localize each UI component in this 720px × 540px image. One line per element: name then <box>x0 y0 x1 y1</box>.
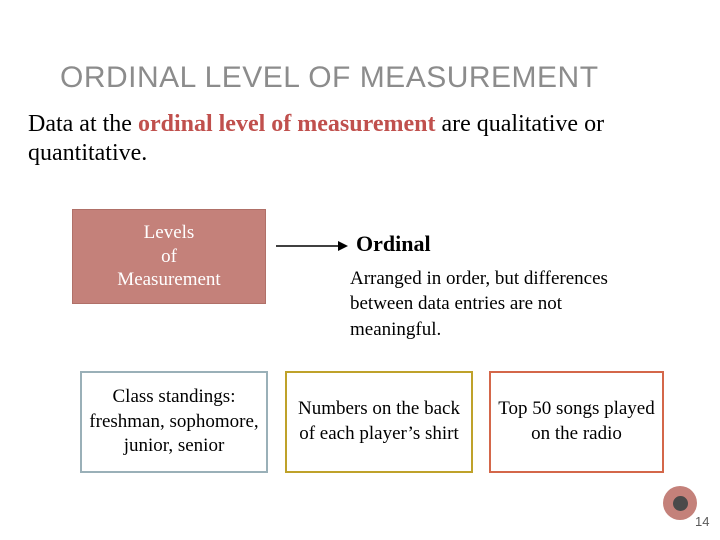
lead-text-after: are qualitative or quantitative. <box>28 111 605 167</box>
page-number: 14 <box>695 514 710 529</box>
lead-sentence: Data at the ordinal level of measurement… <box>28 110 708 169</box>
example-box-class-standings: Class standings: freshman, sophomore, ju… <box>80 371 268 473</box>
example-box-top-songs: Top 50 songs played on the radio <box>489 371 664 473</box>
lead-text-accent: ordinal level of measurement <box>137 111 436 137</box>
example-label-3: Top 50 songs played on the radio <box>498 398 655 444</box>
lead-text-before: Data at the <box>28 111 138 137</box>
slide-title: ORDINAL LEVEL OF MEASUREMENT <box>60 61 599 94</box>
example-label-1: Class standings: freshman, sophomore, ju… <box>89 385 259 457</box>
example-label-2: Numbers on the back of each player’s shi… <box>298 398 460 444</box>
example-box-player-numbers: Numbers on the back of each player’s shi… <box>285 371 473 473</box>
circle-dot-inner <box>672 495 688 511</box>
circle-dot-icon <box>663 486 697 520</box>
ordinal-branch-description: Arranged in order, but differences betwe… <box>350 268 608 340</box>
ordinal-branch-title: Ordinal <box>356 231 431 256</box>
right-arrow-icon <box>276 241 348 251</box>
